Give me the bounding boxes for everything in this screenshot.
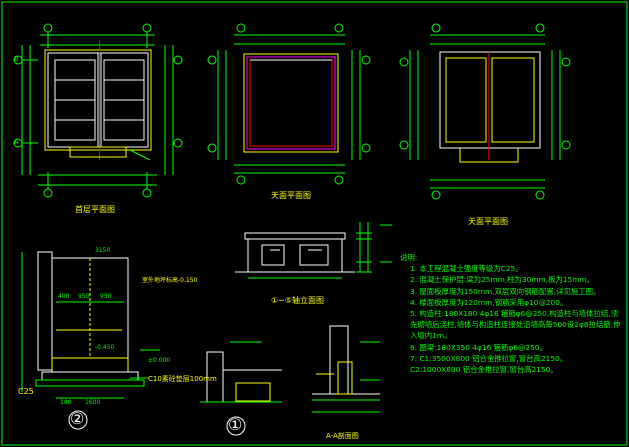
detail-1-section [200,341,282,436]
grid-label-a: A [14,138,19,146]
title-ground-floor-plan: 首层平面图 [75,205,115,214]
label-ground-note: 室外地坪标高-0.150 [142,277,198,284]
notes-heading: 说明: [400,253,418,262]
note-item-6: 6. 圈梁:180X350 4φ16 箍筋φ6@250。 [410,342,547,352]
note-item-4: 4. 楼面板厚度为120mm,钢筋采用φ10@200。 [410,297,568,307]
note-item-5: 5. 构造柱:180X180 4φ16 箍筋φ6@250,构造柱与墙体拉结,须先… [410,309,621,341]
detail-2-marker: ② [70,409,85,428]
label-cushion: C10素砼垫层100mm [148,375,217,383]
detail-1-marker: ① [228,415,243,434]
label-950-a: 950 [78,293,90,300]
label-elev-pos: ±0.000 [148,357,171,364]
detail-2-section [21,251,160,430]
label-1600: 1600 [85,399,101,406]
title-section-a: A-A剖面图 [326,432,359,440]
note-item-8: C2:1000X800 铝合金推拉窗,窗台高2150。 [410,365,558,375]
label-950-b: 950 [100,293,112,300]
note-item-2: 2. 混凝土保护层:梁为25mm,柱为30mm,板为15mm。 [410,275,595,285]
note-item-3: 3. 屋面板厚度为150mm,双层双向钢筋配置,详见施工图。 [410,286,601,296]
roof-plan-1 [207,23,371,185]
label-3150: 3150 [95,247,111,254]
ground-floor-plan [13,23,183,198]
elevation-view [235,222,392,279]
general-notes: 说明: 1. 本工程混凝土强度等级为C25。 2. 混凝土保护层:梁为25mm,… [400,252,625,375]
note-item-7: 7. C1:3500X800 铝合金推拉窗,窗台高2150。 [410,353,568,363]
label-400: 400 [58,293,70,300]
roof-plan-2 [399,23,571,200]
label-180: 180 [60,399,72,406]
title-roof-plan: 天面平面图 [271,191,311,200]
note-item-1: 1. 本工程混凝土强度等级为C25。 [410,264,523,274]
title-foundation-plan: 天面平面图 [468,217,508,226]
title-elevation: ①~⑤轴立面图 [271,296,325,305]
section-a-a [312,325,380,413]
grid-label-b: B [14,55,19,63]
label-c25: C25 [18,387,34,396]
label-elev-neg: -0.450 [95,344,115,351]
